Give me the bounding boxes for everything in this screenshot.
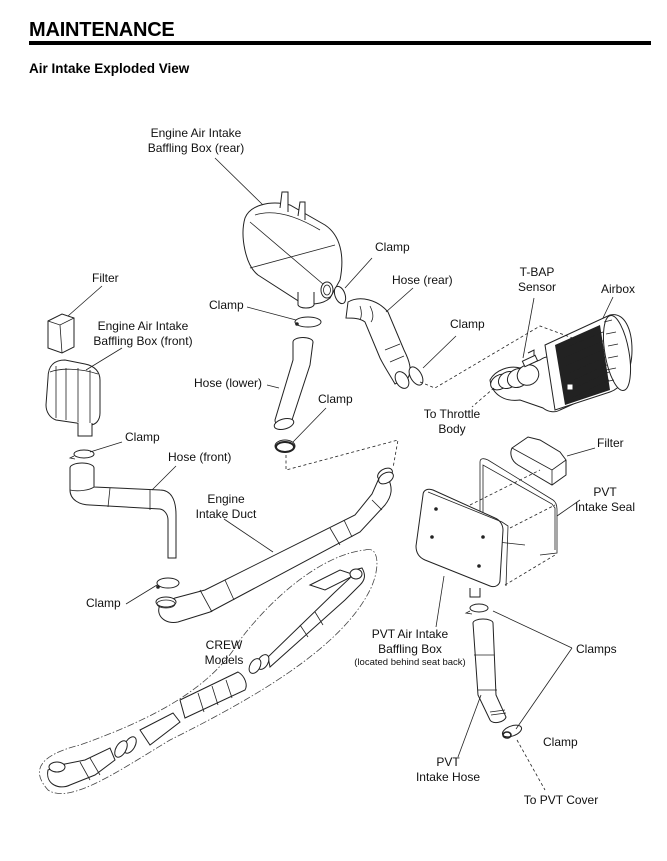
- clamp-rear-bottom: [294, 316, 322, 328]
- leader-lines: [67, 157, 614, 758]
- label-clamp-hose-lower: Clamp: [318, 392, 353, 406]
- hose-rear: [345, 298, 411, 389]
- title-rule: [29, 41, 651, 45]
- label-baffling-box-front-line2: Baffling Box (front): [93, 334, 192, 348]
- connection-lines: [285, 325, 579, 791]
- label-pvt-box-note: (located behind seat back): [354, 657, 465, 668]
- label-pvt-hose-line1: PVT: [436, 755, 460, 769]
- label-filter-front: Filter: [92, 271, 119, 285]
- labels: Engine Air Intake Baffling Box (rear) Cl…: [86, 126, 635, 807]
- label-to-throttle-line2: Body: [438, 422, 465, 436]
- label-tbap-line2: Sensor: [518, 280, 556, 294]
- clamp-hose-rear: [408, 366, 424, 386]
- clamp-hose-lower: [274, 439, 296, 453]
- label-intake-duct-line1: Engine: [207, 492, 245, 506]
- pvt-intake-hose: [472, 618, 507, 724]
- label-crew-line1: CREW: [206, 638, 243, 652]
- filter-pvt: [510, 436, 567, 486]
- engine-intake-duct: [155, 467, 394, 624]
- label-hose-rear: Hose (rear): [392, 273, 453, 287]
- hose-lower: [273, 337, 314, 430]
- label-baffling-box-front-line1: Engine Air Intake: [98, 319, 189, 333]
- label-clamp-front-box: Clamp: [125, 430, 160, 444]
- clamp-pvt-bottom: [501, 724, 523, 739]
- label-pvt-seal-line2: Intake Seal: [575, 500, 635, 514]
- page-title: MAINTENANCE: [29, 19, 175, 41]
- clamp-front-box: [68, 449, 95, 460]
- label-to-pvt-cover: To PVT Cover: [524, 793, 598, 807]
- filter-front: [47, 313, 75, 354]
- label-airbox: Airbox: [601, 282, 635, 296]
- label-baffling-box-rear-line1: Engine Air Intake: [151, 126, 242, 140]
- baffling-box-rear: [242, 191, 343, 309]
- label-clamps-pvt: Clamps: [576, 642, 617, 656]
- label-crew-line2: Models: [205, 653, 244, 667]
- crew-models-duct: [39, 549, 378, 794]
- clamp-pvt-top: [464, 603, 489, 615]
- label-tbap-line1: T-BAP: [520, 265, 555, 279]
- baffling-box-front: [45, 359, 101, 437]
- clamp-rear-top: [333, 285, 347, 305]
- label-hose-lower: Hose (lower): [194, 376, 262, 390]
- label-clamp-pvt-bottom: Clamp: [543, 735, 578, 749]
- label-to-throttle-line1: To Throttle: [424, 407, 481, 421]
- label-pvt-hose-line2: Intake Hose: [416, 770, 480, 784]
- label-pvt-seal-line1: PVT: [593, 485, 617, 499]
- label-clamp-hose-rear: Clamp: [450, 317, 485, 331]
- label-pvt-box-line1: PVT Air Intake: [372, 627, 449, 641]
- pvt-air-intake-baffling-box: [415, 469, 556, 598]
- label-hose-front: Hose (front): [168, 450, 231, 464]
- label-baffling-box-rear-line2: Baffling Box (rear): [148, 141, 245, 155]
- label-clamp-upper-left: Clamp: [209, 298, 244, 312]
- section-title: Air Intake Exploded View: [29, 61, 190, 76]
- label-intake-duct-line2: Intake Duct: [196, 507, 257, 521]
- label-clamp-duct: Clamp: [86, 596, 121, 610]
- label-pvt-box-line2: Baffling Box: [378, 642, 442, 656]
- airbox: [489, 314, 633, 413]
- label-filter-pvt: Filter: [597, 436, 624, 450]
- label-clamp-rear-top: Clamp: [375, 240, 410, 254]
- hose-front: [69, 462, 177, 559]
- clamp-duct: [156, 577, 180, 589]
